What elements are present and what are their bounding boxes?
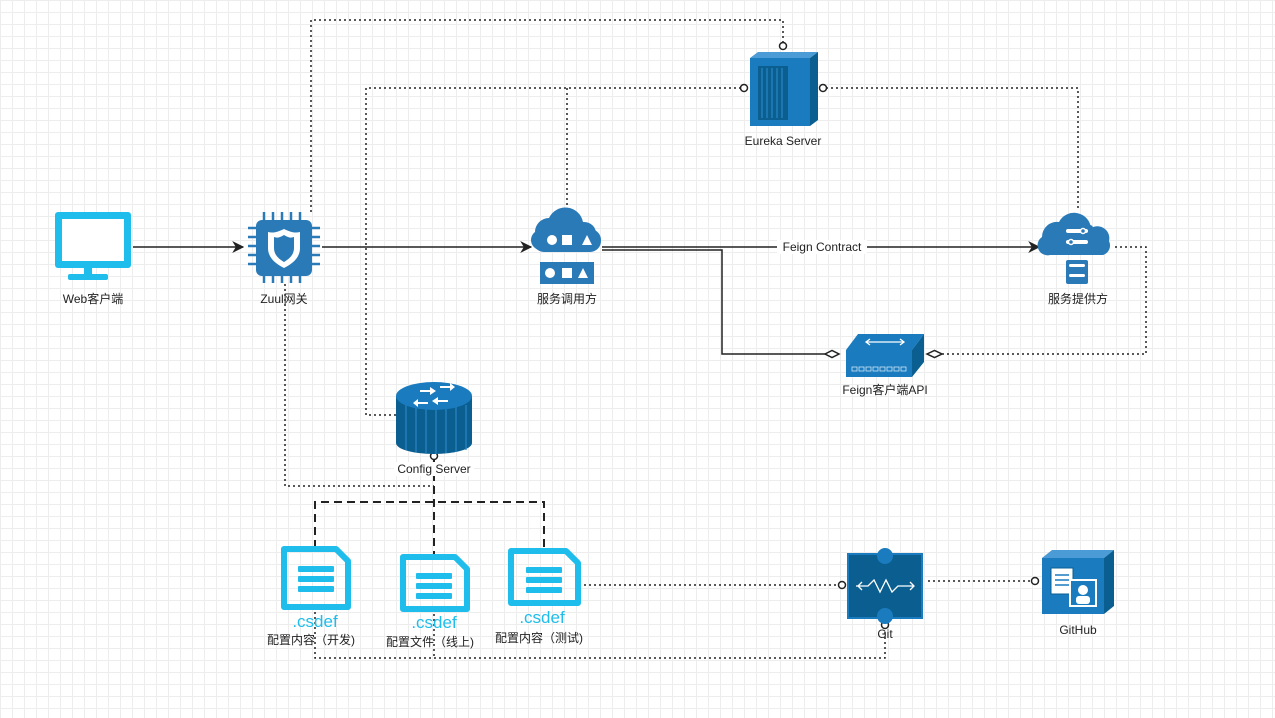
web-client-node[interactable]: Web客户端 — [55, 212, 131, 306]
cloud-service-icon — [531, 207, 601, 284]
edge-zuul-to-config — [284, 284, 434, 487]
puzzle-icon — [847, 548, 923, 624]
edge-eureka-to-provider — [826, 87, 1079, 210]
connectors — [133, 19, 1147, 659]
connector-end — [837, 580, 847, 590]
github-label: GitHub — [1059, 623, 1097, 637]
edge-zuul-to-eureka — [310, 19, 784, 212]
edge-config-to-dev-test — [314, 501, 545, 548]
document-icon — [508, 548, 581, 606]
server-rack-icon — [750, 52, 818, 126]
connector-end — [739, 83, 749, 93]
edge-consumer-to-feign-api — [602, 249, 832, 355]
zuul-node[interactable]: Zuul网关 — [248, 212, 320, 306]
feign-api-label: Feign客户端API — [842, 382, 927, 397]
github-node[interactable]: GitHub — [1042, 550, 1114, 637]
label-bg — [394, 462, 474, 476]
edge-label-bg — [777, 240, 867, 254]
config-file-test-label: 配置内容（测试) — [495, 630, 583, 645]
config-file-online-label: 配置文件（线上) — [386, 634, 474, 649]
web-client-label: Web客户端 — [63, 291, 123, 306]
connector-end — [778, 41, 788, 51]
git-node[interactable]: Git — [847, 548, 923, 641]
edge-files-to-git — [314, 612, 886, 659]
eureka-label: Eureka Server — [745, 134, 822, 148]
edge-config-to-eureka — [365, 87, 741, 416]
file-ext-label: .csdef — [519, 608, 565, 627]
eureka-node[interactable]: Eureka Server — [745, 52, 822, 148]
git-label: Git — [877, 627, 893, 641]
consumer-node[interactable]: 服务调用方 — [531, 207, 601, 306]
diamond-marker — [823, 349, 841, 359]
config-file-dev-label: 配置内容（开发) — [267, 632, 355, 647]
chip-shield-icon — [248, 212, 320, 283]
monitor-icon — [55, 212, 131, 280]
file-ext-label: .csdef — [292, 612, 338, 631]
config-server-label: Config Server — [397, 462, 470, 476]
feign-api-node[interactable]: Feign客户端API — [842, 334, 928, 397]
cloud-server-icon — [1037, 212, 1111, 284]
feign-contract-label: Feign Contract — [783, 240, 862, 254]
document-icon — [281, 546, 351, 610]
network-switch-icon — [846, 334, 924, 377]
diamond-marker — [925, 349, 944, 359]
consumer-label: 服务调用方 — [537, 291, 597, 306]
file-ext-label: .csdef — [411, 613, 457, 632]
config-file-online-node[interactable]: .csdef 配置文件（线上) — [386, 554, 474, 649]
provider-label: 服务提供方 — [1048, 291, 1108, 306]
config-file-test-node[interactable]: .csdef 配置内容（测试) — [495, 548, 583, 645]
document-icon — [400, 554, 470, 612]
config-file-dev-node[interactable]: .csdef 配置内容（开发) — [267, 546, 355, 647]
connector-end — [1030, 576, 1040, 586]
connector-end — [818, 83, 828, 93]
zuul-label: Zuul网关 — [260, 292, 307, 306]
config-server-node[interactable]: Config Server — [394, 382, 474, 476]
router-icon — [396, 382, 472, 454]
provider-node[interactable]: 服务提供方 — [1037, 212, 1111, 306]
edge-provider-to-feign-api — [942, 246, 1147, 355]
repository-icon — [1042, 550, 1114, 614]
